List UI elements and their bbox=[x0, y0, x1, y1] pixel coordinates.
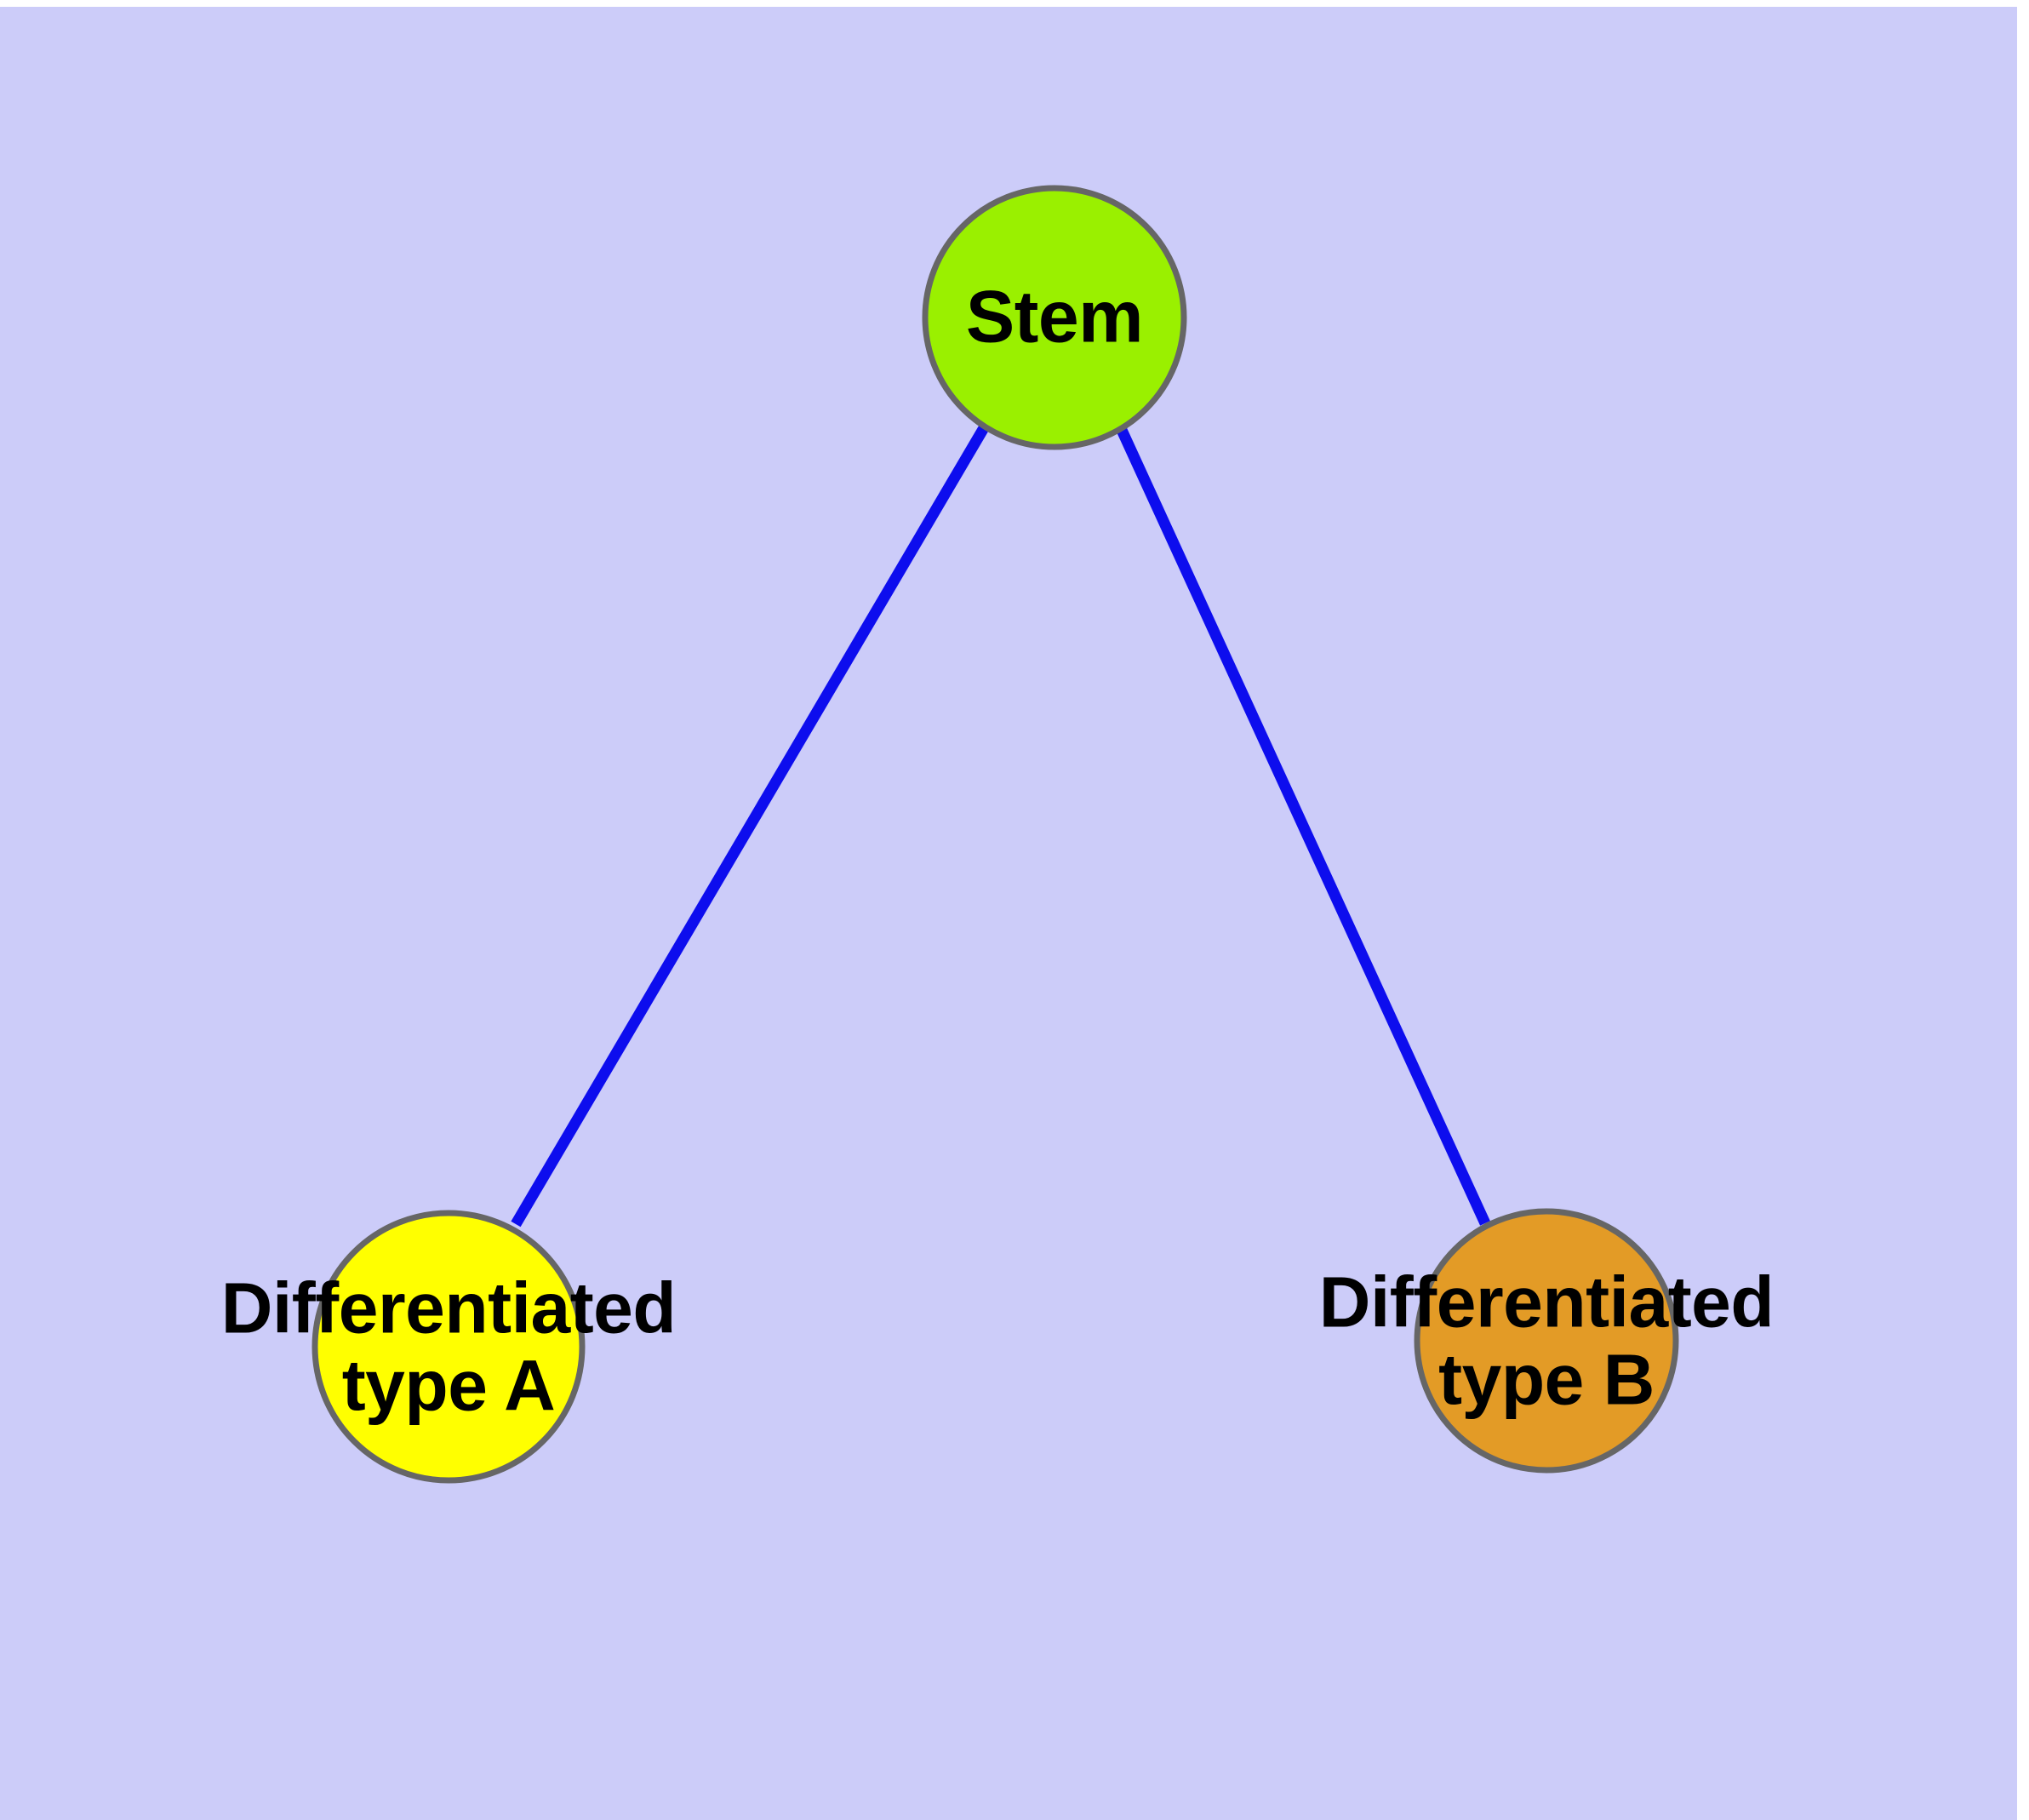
edge-stem-to-diff-a bbox=[511, 423, 990, 1228]
edge-layer bbox=[511, 423, 1490, 1228]
node-circle-diff-a[interactable] bbox=[311, 1210, 586, 1484]
node-circle-diff-b[interactable] bbox=[1414, 1208, 1679, 1474]
node-circle-stem[interactable] bbox=[922, 185, 1187, 450]
node-layer bbox=[311, 185, 1679, 1484]
edge-stem-to-diff-b bbox=[1116, 426, 1490, 1226]
